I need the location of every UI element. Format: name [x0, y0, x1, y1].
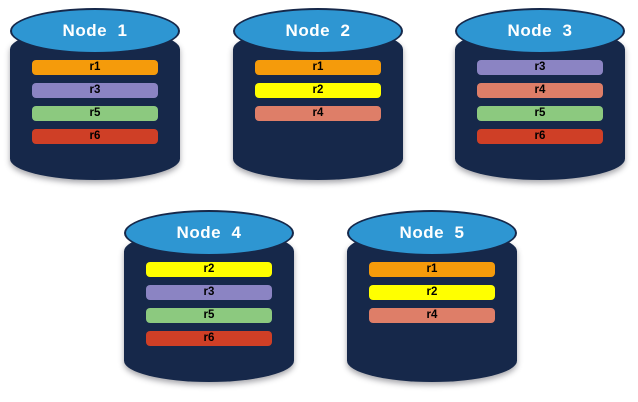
- replica-bar-r5[interactable]: r5: [146, 308, 272, 323]
- node-label: Node 2: [285, 21, 351, 40]
- replica-list: r1 r3 r5 r6: [10, 60, 180, 144]
- replica-list: r1 r2 r4: [233, 60, 403, 121]
- replica-bar-r4[interactable]: r4: [369, 308, 495, 323]
- cylinder-top-ellipse: [233, 8, 403, 54]
- replica-bar-r3[interactable]: r3: [32, 83, 158, 98]
- replica-bar-r4[interactable]: r4: [255, 106, 381, 121]
- node-label: Node 1: [62, 21, 128, 40]
- replica-bar-r6[interactable]: r6: [477, 129, 603, 144]
- replica-bar-r2[interactable]: r2: [146, 262, 272, 277]
- cylinder-top-ellipse: [124, 210, 294, 256]
- replica-bar-r4[interactable]: r4: [477, 83, 603, 98]
- replica-list: r2 r3 r5 r6: [124, 262, 294, 346]
- replica-bar-r1[interactable]: r1: [369, 262, 495, 277]
- replica-bar-r6[interactable]: r6: [146, 331, 272, 346]
- replica-bar-r1[interactable]: r1: [32, 60, 158, 75]
- replica-bar-r3[interactable]: r3: [146, 285, 272, 300]
- cylinder-top-ellipse: [347, 210, 517, 256]
- replica-bar-r2[interactable]: r2: [255, 83, 381, 98]
- replica-list: r3 r4 r5 r6: [455, 60, 625, 144]
- replica-bar-r6[interactable]: r6: [32, 129, 158, 144]
- cylinder-top-ellipse: [10, 8, 180, 54]
- replica-bar-r5[interactable]: r5: [32, 106, 158, 121]
- cylinder-top-ellipse: [455, 8, 625, 54]
- replica-bar-r5[interactable]: r5: [477, 106, 603, 121]
- node-label: Node 4: [176, 223, 242, 242]
- replica-list: r1 r2 r4: [347, 262, 517, 323]
- node-label: Node 5: [399, 223, 465, 242]
- replica-bar-r2[interactable]: r2: [369, 285, 495, 300]
- replica-bar-r3[interactable]: r3: [477, 60, 603, 75]
- replica-bar-r1[interactable]: r1: [255, 60, 381, 75]
- node-label: Node 3: [507, 21, 573, 40]
